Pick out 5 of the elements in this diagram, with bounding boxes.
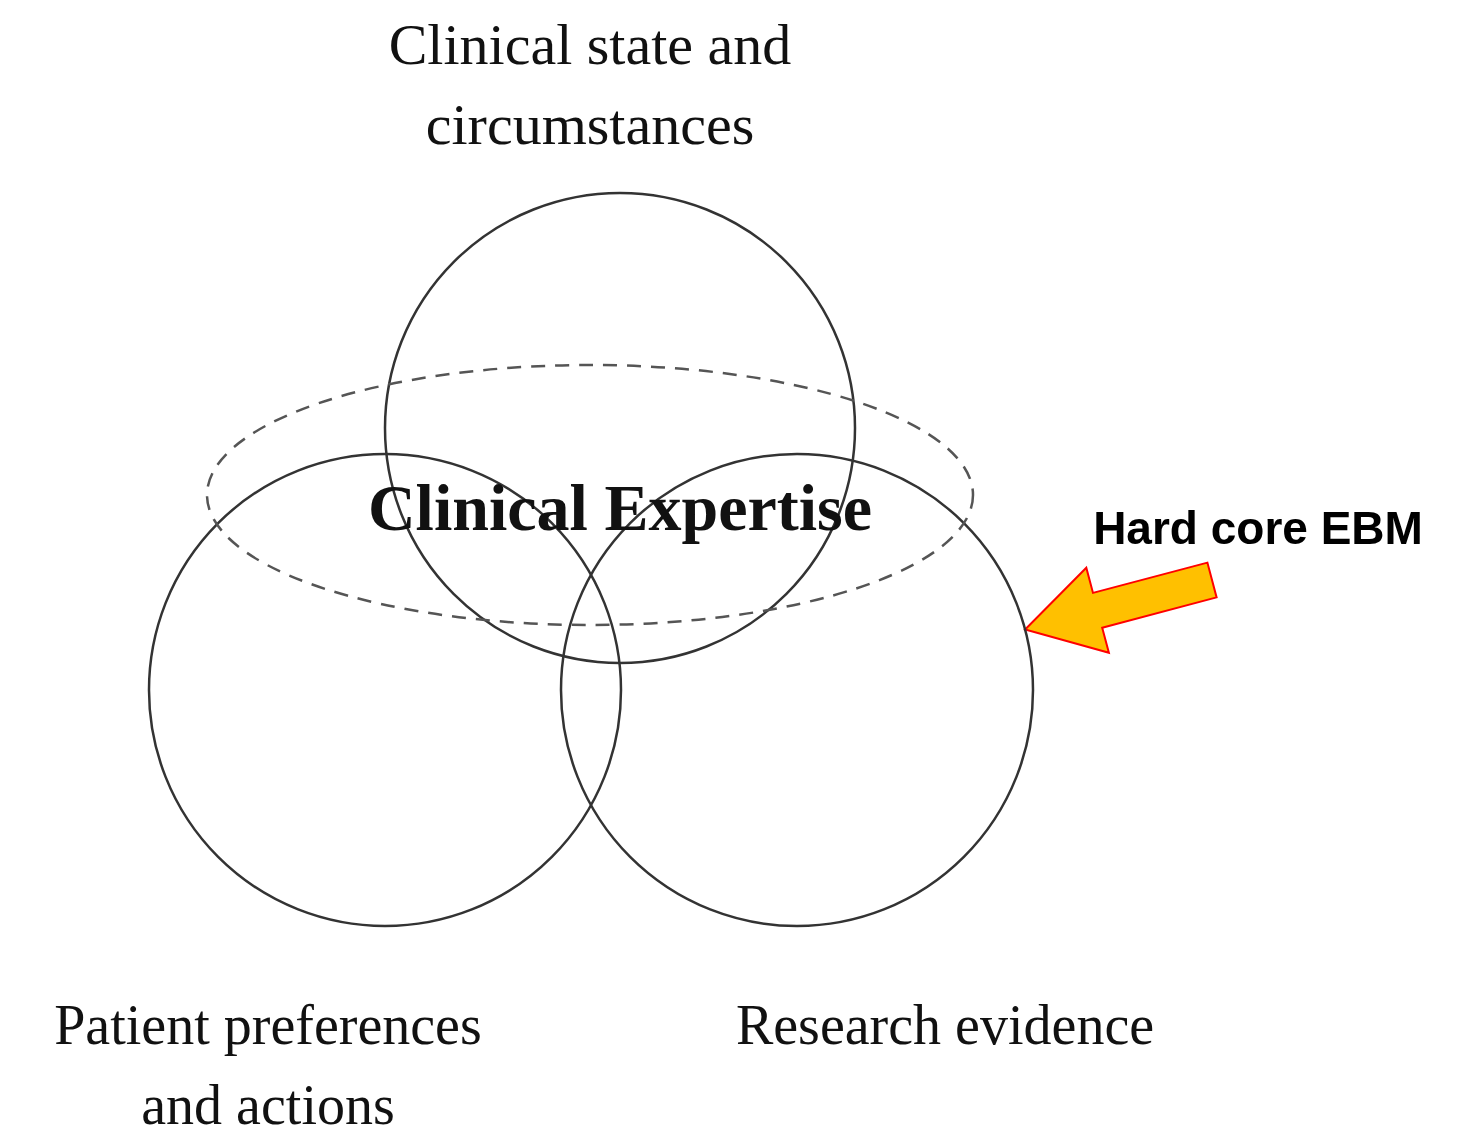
circle-label: Patient preferences and actions (53, 993, 483, 1138)
callout-text: Hard core EBM (1092, 501, 1424, 556)
block-arrow (1023, 561, 1218, 655)
circle-label: Research evidence (734, 993, 1156, 1058)
circle-label: Clinical state and circumstances (387, 11, 793, 159)
